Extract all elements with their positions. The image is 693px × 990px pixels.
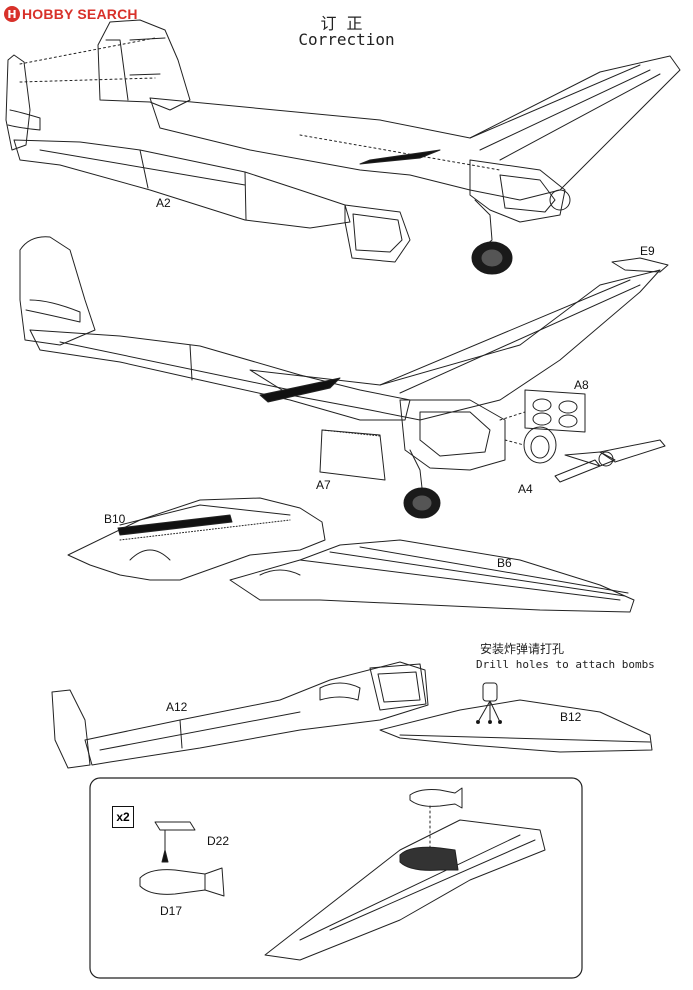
part-label-a2: A2 bbox=[156, 196, 171, 210]
aircraft-view-1 bbox=[5, 19, 681, 275]
hobby-search-logo-icon: H bbox=[4, 6, 20, 22]
part-label-a8: A8 bbox=[574, 378, 589, 392]
hobby-search-watermark: H HOBBY SEARCH bbox=[4, 4, 138, 24]
drill-note-cn: 安装炸弹请打孔 bbox=[480, 642, 565, 656]
wing-parts-view bbox=[67, 497, 635, 613]
part-label-b6: B6 bbox=[497, 556, 512, 570]
aircraft-view-2 bbox=[19, 236, 669, 519]
part-label-a7: A7 bbox=[316, 478, 331, 492]
part-label-b10: B10 bbox=[104, 512, 126, 526]
part-label-e9: E9 bbox=[640, 244, 655, 258]
watermark-text: HOBBY SEARCH bbox=[22, 6, 138, 22]
fuselage-bomb-view bbox=[51, 661, 653, 769]
drill-note-en: Drill holes to attach bombs bbox=[476, 658, 655, 671]
quantity-badge: x2 bbox=[112, 806, 134, 828]
part-label-a12: A12 bbox=[166, 700, 188, 714]
part-label-a4: A4 bbox=[518, 482, 533, 496]
page-title-cn: 订正 bbox=[320, 14, 373, 33]
bomb-inset bbox=[89, 777, 583, 979]
part-label-d22: D22 bbox=[207, 834, 230, 848]
part-label-d17: D17 bbox=[160, 904, 183, 918]
part-label-b12: B12 bbox=[560, 710, 582, 724]
page-title-en: Correction bbox=[298, 30, 395, 49]
